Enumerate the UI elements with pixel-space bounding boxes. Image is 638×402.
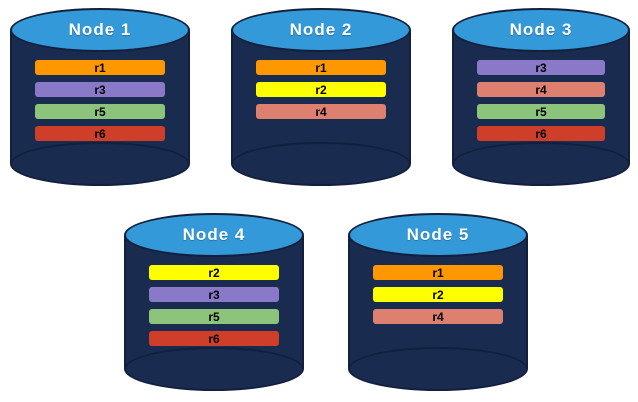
record-list: r1 r2 r4 [373,265,503,324]
record-bar-r2[interactable]: r2 [149,265,279,280]
record-bar-r2[interactable]: r2 [373,287,503,302]
record-bar-r5[interactable]: r5 [476,104,606,119]
node-title: Node 4 [182,225,246,244]
node-title: Node 1 [68,20,132,39]
cylinder-top-ellipse: Node 3 [452,8,630,52]
record-bar-r4[interactable]: r4 [373,309,503,324]
record-bar-r6[interactable]: r6 [149,331,279,346]
node-title: Node 2 [289,20,353,39]
database-node-1[interactable]: Node 1 r1 r3 r5 r6 [10,8,190,186]
record-list: r2 r3 r5 r6 [149,265,279,346]
record-bar-r4[interactable]: r4 [256,104,386,119]
cylinder-bottom-ellipse [124,347,304,391]
record-bar-r1[interactable]: r1 [373,265,503,280]
database-node-3[interactable]: Node 3 r3 r4 r5 r6 [452,8,630,186]
record-bar-r4[interactable]: r4 [476,82,606,97]
node-title: Node 5 [406,225,470,244]
record-bar-r3[interactable]: r3 [35,82,165,97]
record-list: r1 r2 r4 [256,60,386,119]
record-bar-r6[interactable]: r6 [476,126,606,141]
record-bar-r6[interactable]: r6 [35,126,165,141]
cylinder-top-ellipse: Node 1 [10,8,190,52]
node-title: Node 3 [509,20,573,39]
cylinder-top-ellipse: Node 5 [348,213,528,257]
record-bar-r3[interactable]: r3 [149,287,279,302]
record-list: r3 r4 r5 r6 [476,60,606,141]
database-node-2[interactable]: Node 2 r1 r2 r4 [231,8,411,186]
record-bar-r2[interactable]: r2 [256,82,386,97]
record-list: r1 r3 r5 r6 [35,60,165,141]
cylinder-bottom-ellipse [452,142,630,186]
record-bar-r3[interactable]: r3 [476,60,606,75]
cylinder-bottom-ellipse [231,142,411,186]
cylinder-top-ellipse: Node 2 [231,8,411,52]
database-node-4[interactable]: Node 4 r2 r3 r5 r6 [124,213,304,391]
database-node-5[interactable]: Node 5 r1 r2 r4 [348,213,528,391]
cylinder-bottom-ellipse [348,347,528,391]
record-bar-r5[interactable]: r5 [149,309,279,324]
cylinder-top-ellipse: Node 4 [124,213,304,257]
cylinder-bottom-ellipse [10,142,190,186]
record-bar-r5[interactable]: r5 [35,104,165,119]
record-bar-r1[interactable]: r1 [35,60,165,75]
record-bar-r1[interactable]: r1 [256,60,386,75]
